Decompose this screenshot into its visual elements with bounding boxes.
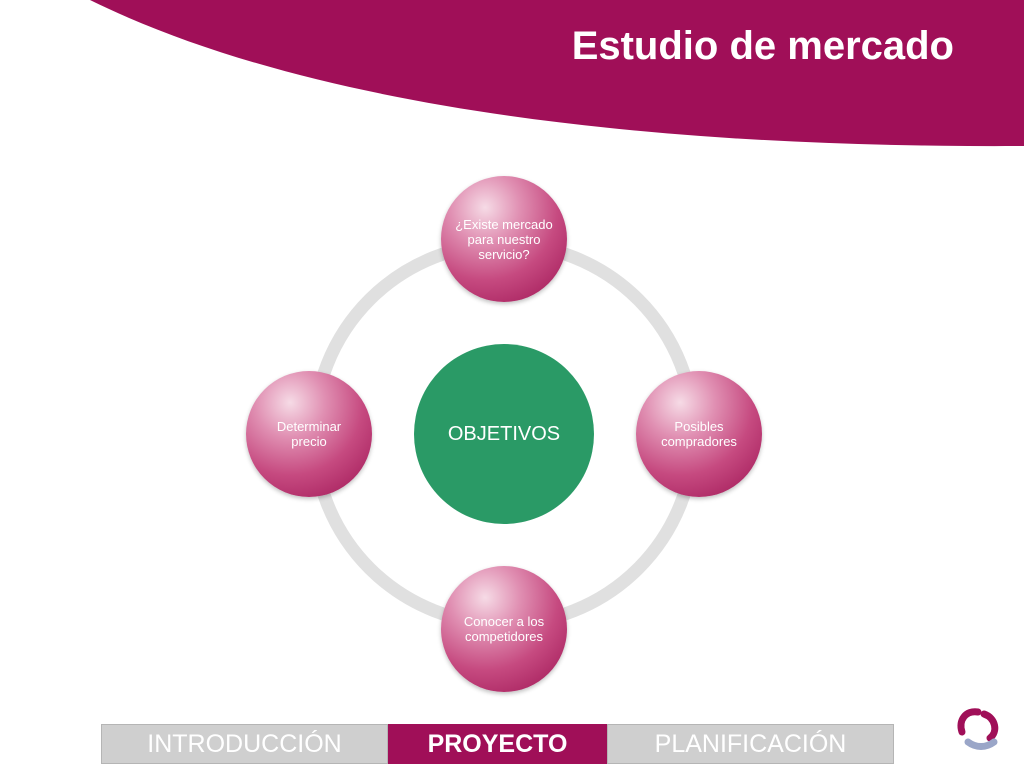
node-precio: Determinar precio (246, 371, 372, 497)
center-node-objetivos: OBJETIVOS (414, 344, 594, 524)
brand-logo-icon (957, 708, 999, 750)
node-compradores: Posibles compradores (636, 371, 762, 497)
node-compradores-label: Posibles compradores (661, 419, 737, 449)
node-competidores-label: Conocer a los competidores (463, 614, 545, 644)
tab-proyecto[interactable]: PROYECTO (388, 724, 607, 764)
section-tabs: INTRODUCCIÓN PROYECTO PLANIFICACIÓN (101, 724, 894, 764)
node-mercado-label: ¿Existe mercado para nuestro servicio? (455, 216, 553, 262)
node-precio-label: Determinar precio (276, 419, 342, 449)
page-title: Estudio de mercado (571, 24, 954, 68)
tab-planificacion[interactable]: PLANIFICACIÓN (607, 724, 894, 764)
node-mercado: ¿Existe mercado para nuestro servicio? (441, 176, 567, 302)
header-banner (90, 0, 1024, 147)
node-competidores: Conocer a los competidores (441, 566, 567, 692)
center-node-label: OBJETIVOS (447, 422, 561, 445)
tab-introduccion[interactable]: INTRODUCCIÓN (101, 724, 388, 764)
